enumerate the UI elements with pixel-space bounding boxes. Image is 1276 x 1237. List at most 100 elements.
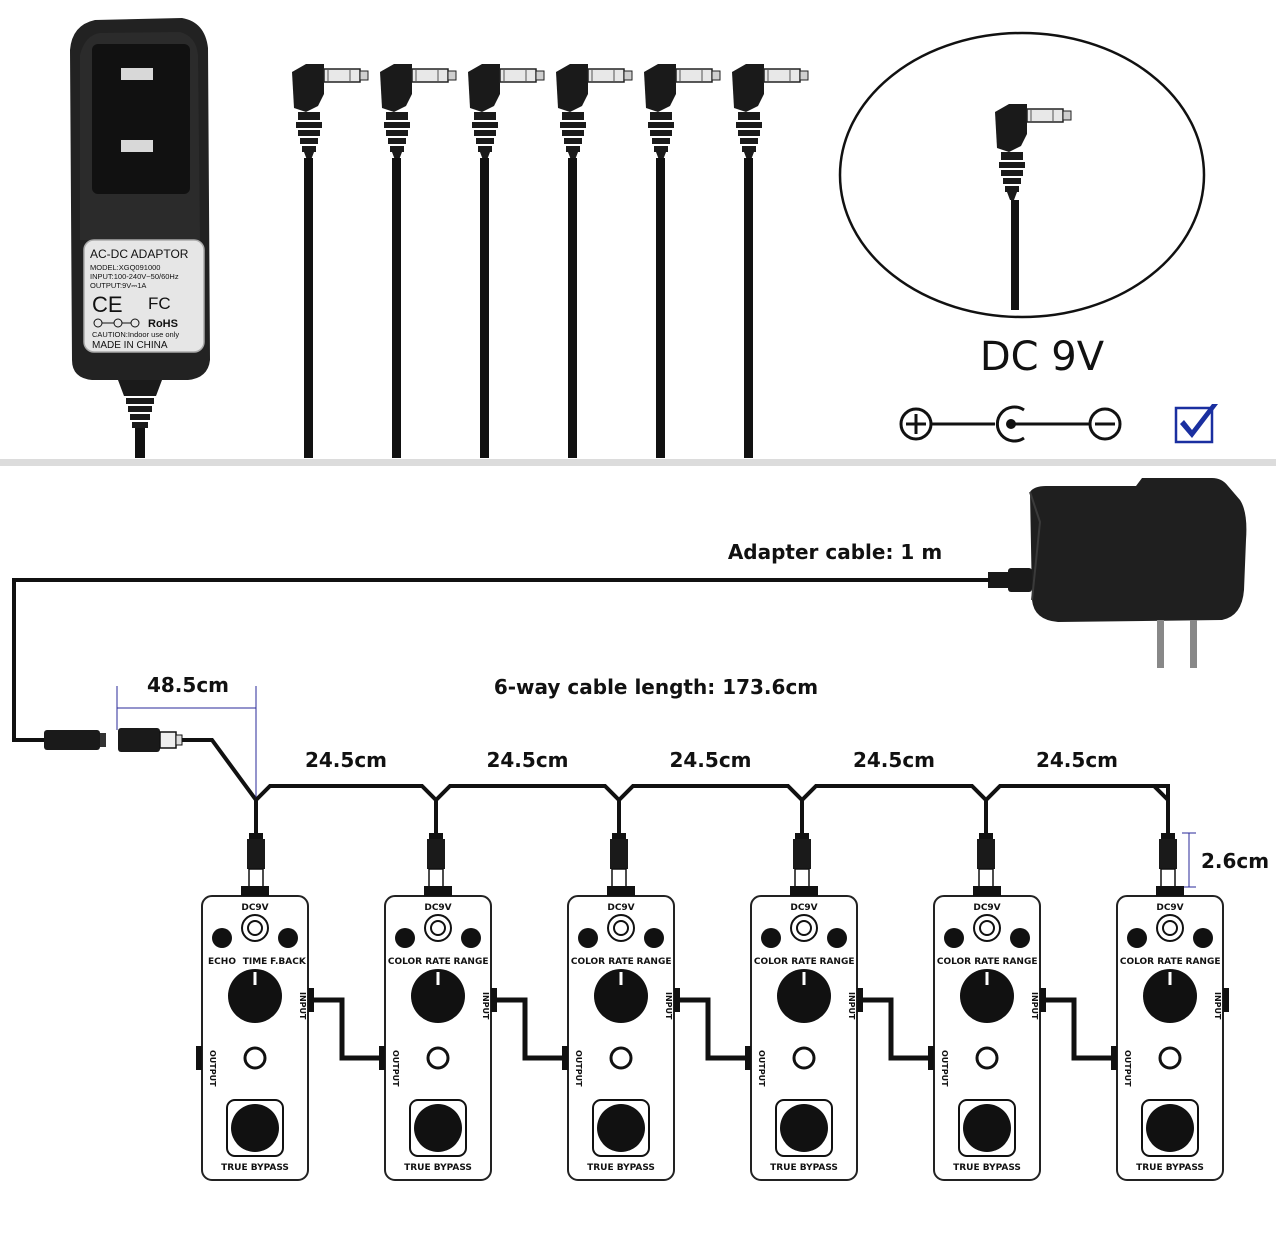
pedal-plug [609,832,629,888]
patch-cable [314,997,379,1061]
dc-label: DC9V [607,903,634,913]
pedal-plug [246,832,266,888]
dc-jack [790,886,818,896]
input-jack [1040,988,1046,1012]
footswitch [963,1104,1011,1152]
right-angle-plug [291,63,369,458]
input-label: INPUT [1213,992,1222,1020]
polarity-mini-icon [93,318,140,328]
small-knob-right [644,928,664,948]
true-bypass-label: TRUE BYPASS [587,1163,655,1173]
main-knob-label: RATE [425,957,450,967]
main-knob [411,969,465,1023]
dc-jack [241,886,269,896]
right-angle-plug [555,63,633,458]
status-led [975,1046,999,1070]
small-knob-right [461,928,481,948]
small-knob-left [395,928,415,948]
footswitch [414,1104,462,1152]
lead-cable [182,738,258,802]
main-knob [960,969,1014,1023]
pedal-plug [976,832,996,888]
dc-label: DC9V [1156,903,1183,913]
true-bypass-label: TRUE BYPASS [770,1163,838,1173]
ac-adapter: AC-DC ADAPTOR MODEL:XGQ091000 INPUT:100-… [70,18,210,458]
chain-path [254,784,1170,803]
output-jack [196,1046,202,1070]
input-label: INPUT [847,992,856,1020]
dc-jack [973,886,1001,896]
adapter-output: OUTPUT:9V⎓1A [90,281,146,290]
main-knob-label: RATE [974,957,999,967]
adapter-input: INPUT:100-240V~50/60Hz [90,272,179,281]
chain-end [1154,784,1170,812]
small-knob-right [1010,928,1030,948]
right-knob-label: RANGE [1186,957,1221,967]
six-way-cable-plugs [291,63,809,458]
right-knob-label: F.BACK [270,957,307,967]
small-knob-right [278,928,298,948]
barrel-connection [44,728,183,752]
main-knob [228,969,282,1023]
true-bypass-label: TRUE BYPASS [221,1163,289,1173]
input-jack [1223,988,1229,1012]
adapter-cable [12,578,990,742]
pedal-plug [426,832,446,888]
left-knob-label: COLOR [1120,957,1154,967]
right-angle-plug [731,63,809,458]
plug-cable [304,158,313,458]
status-led [609,1046,633,1070]
small-knob-right [827,928,847,948]
dc-jack [607,886,635,896]
rohs-mark: RoHS [148,318,178,330]
right-knob-label: RANGE [637,957,672,967]
minus-circle-icon [1088,407,1122,441]
input-jack [491,988,497,1012]
input-label: INPUT [481,992,490,1020]
output-jack [745,1046,751,1070]
footswitch [231,1104,279,1152]
dc-jack [1156,886,1184,896]
footswitch [1146,1104,1194,1152]
section-divider [0,459,1276,466]
main-knob [594,969,648,1023]
lead-length-label: 48.5cm [147,673,229,697]
polarity-diagram [899,405,1122,443]
patch-cable [1046,997,1111,1061]
main-knob [1143,969,1197,1023]
led [430,920,446,936]
fc-mark: FC [148,294,171,313]
left-knob-label: COLOR [571,957,605,967]
plug-dimension [1182,832,1196,888]
ce-mark: CE [92,292,123,317]
adapter-caution: CAUTION:Indoor use only [92,330,179,339]
total-cable-length-label: 6-way cable length: 173.6cm [494,675,818,699]
main-knob-label: TIME [243,957,268,967]
main-knob [777,969,831,1023]
true-bypass-label: TRUE BYPASS [953,1163,1021,1173]
patch-cable [680,997,745,1061]
lead-dimension [116,686,257,800]
input-jack [857,988,863,1012]
voltage-label: DC 9V [980,334,1105,380]
wall-adapter [988,478,1247,668]
footswitch [597,1104,645,1152]
dc-jack [424,886,452,896]
input-label: INPUT [298,992,307,1020]
dc-label: DC9V [424,903,451,913]
segment-length-label: 24.5cm [853,748,935,772]
segment-length-label: 24.5cm [669,748,751,772]
input-jack [308,988,314,1012]
dc-label: DC9V [973,903,1000,913]
segment-length-label: 24.5cm [486,748,568,772]
left-knob-label: ECHO [208,957,236,967]
main-knob-label: RATE [1157,957,1182,967]
right-angle-plug [467,63,545,458]
led [979,920,995,936]
